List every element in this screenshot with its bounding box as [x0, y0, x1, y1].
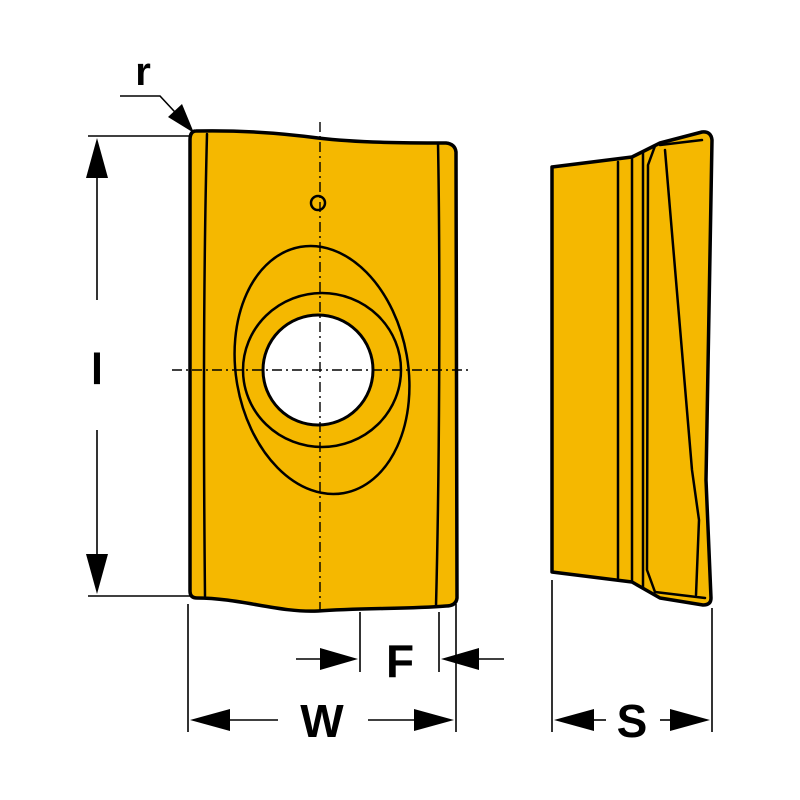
width-arrow-left [190, 709, 230, 731]
left-edge-bevel-line [202, 132, 209, 598]
radius-arrowhead [168, 104, 194, 133]
thickness-dimension: S [551, 580, 713, 747]
radius-label: r [135, 50, 151, 94]
side-groove-line-4 [645, 144, 657, 594]
thickness-arrow-right [670, 709, 710, 731]
right-edge-bevel-line [434, 141, 441, 608]
side-face-inner-edge [658, 138, 704, 147]
length-label: l [91, 345, 103, 394]
small-hole-marker [309, 194, 327, 212]
insert-side-view [550, 130, 714, 607]
length-dimension: l [86, 135, 190, 597]
radius-dimension: r [120, 50, 194, 133]
flat-label: F [386, 635, 414, 687]
outer-countersink-ellipse [233, 244, 411, 496]
insert-front-view [172, 122, 472, 615]
width-arrow-right [414, 709, 454, 731]
length-arrow-top [86, 138, 108, 178]
width-label: W [300, 695, 344, 747]
side-face-diagonal [663, 148, 701, 597]
flat-arrow-left [320, 648, 358, 670]
thickness-label: S [617, 695, 648, 747]
width-dimension: W [187, 604, 457, 747]
flat-arrow-right [441, 648, 479, 670]
length-arrow-bottom [86, 554, 108, 594]
thickness-arrow-left [554, 709, 594, 731]
flat-dimension: F [296, 612, 504, 687]
side-face-lower-edge [653, 590, 707, 600]
